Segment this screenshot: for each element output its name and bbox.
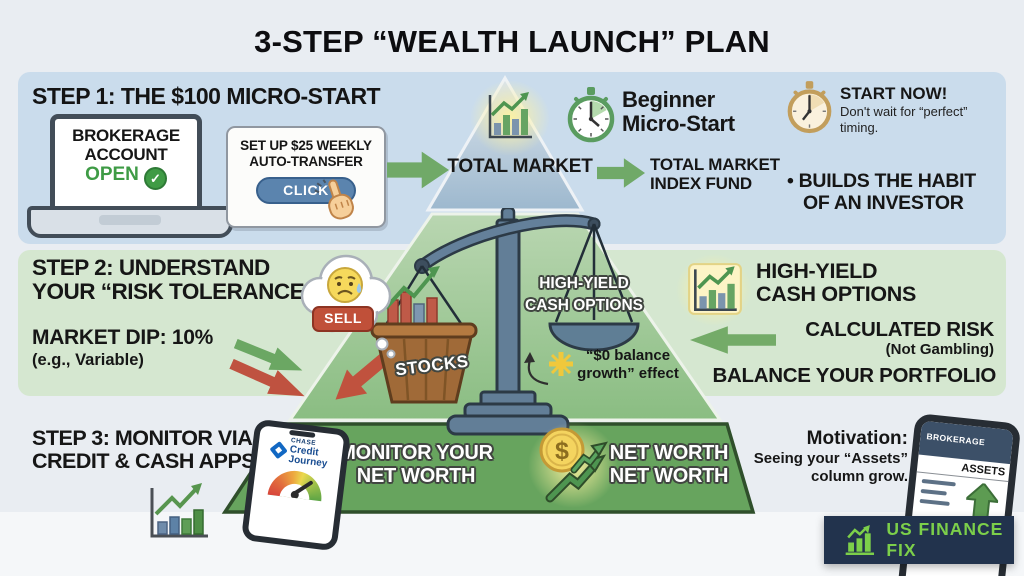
- calculated-risk-label: CALCULATED RISK: [805, 318, 994, 341]
- effect-line1: “$0 balance: [585, 347, 671, 364]
- row-line: [921, 478, 956, 487]
- chase-logo-center: [274, 446, 282, 454]
- credit-journey-label: CHASE Credit Journey: [288, 437, 330, 469]
- page-title: 3-STEP “WEALTH LAUNCH” PLAN: [254, 24, 770, 59]
- sparkle-icon: [549, 352, 573, 376]
- laptop-trackpad: [99, 215, 161, 225]
- step3-heading-line2: CREDIT & CASH APPS: [32, 449, 256, 474]
- credit-journey-brand: CHASE Credit Journey: [257, 434, 344, 471]
- beginner-label: Beginner Micro-Start: [622, 88, 735, 135]
- scale-cash-line2: CASH OPTIONS: [525, 296, 643, 314]
- market-dip-sub: (e.g., Variable): [32, 351, 144, 369]
- coin-growth-icon: $: [539, 427, 609, 503]
- header-line: [940, 460, 955, 465]
- habit-line2: OF AN INVESTOR: [803, 192, 964, 215]
- index-fund-line1: TOTAL MARKET: [650, 155, 780, 174]
- step3-heading: STEP 3: MONITOR VIA CREDIT & CASH APPS: [32, 426, 256, 474]
- total-market-label: TOTAL MARKET: [447, 156, 593, 177]
- brokerage-line1: BROKERAGE: [72, 126, 180, 145]
- step3-heading-line1: STEP 3: MONITOR VIA: [32, 426, 253, 450]
- balance-scale-illustration: [370, 208, 640, 436]
- motivation-line1: Motivation:: [806, 428, 908, 449]
- brand-chart-icon: [845, 524, 875, 556]
- svg-text:$: $: [555, 437, 569, 465]
- card-line2: AUTO-TRANSFER: [249, 153, 363, 169]
- growth-chart-icon: [150, 483, 208, 538]
- laptop-screen: BROKERAGE ACCOUNT OPEN✓: [50, 114, 202, 219]
- index-fund-line2: INDEX FUND: [650, 174, 752, 194]
- beginner-line1: Beginner: [622, 87, 715, 112]
- credit-phone-screen: CHASE Credit Journey: [253, 425, 345, 502]
- start-now-sub2: timing.: [840, 120, 879, 136]
- step2-heading-line1: STEP 2: UNDERSTAND: [32, 255, 270, 280]
- credit-phone: CHASE Credit Journey: [240, 418, 352, 552]
- header-line: [923, 459, 939, 463]
- start-now-sub1: Don't wait for “perfect”: [840, 104, 968, 119]
- brokerage-header: BROKERAGE: [918, 420, 1014, 467]
- effect-line2: growth” effect: [577, 365, 679, 382]
- step2-heading: STEP 2: UNDERSTAND YOUR “RISK TOLERANCE”: [32, 256, 315, 304]
- check-icon: ✓: [143, 167, 167, 191]
- balance-portfolio-label: BALANCE YOUR PORTFOLIO: [712, 364, 997, 387]
- monitor-line1: MONITOR YOUR: [339, 442, 493, 464]
- beginner-line2: Micro-Start: [622, 110, 735, 136]
- not-gambling-label: (Not Gambling): [885, 341, 994, 358]
- start-now-timer-icon: [787, 81, 832, 134]
- index-fund-label: TOTAL MARKET INDEX FUND: [650, 155, 780, 193]
- motivation-line3: column grow.: [811, 468, 908, 486]
- motivation-note: Motivation: Seeing your “Assets” column …: [742, 428, 908, 486]
- row-line: [919, 498, 950, 506]
- brokerage-line2: ACCOUNT: [84, 145, 168, 165]
- motivation-line2: Seeing your “Assets”: [753, 450, 908, 468]
- sell-button: SELL: [312, 306, 374, 332]
- credit-gauge: [267, 467, 325, 501]
- market-dip-label: MARKET DIP: 10%: [32, 326, 214, 349]
- brand-name: US FINANCE FIX: [886, 519, 1004, 560]
- chase-logo-icon: [269, 440, 288, 459]
- networth-line2: NET WORTH: [609, 465, 729, 487]
- brokerage-title: BROKERAGE: [926, 431, 986, 448]
- worried-emoji-icon: [327, 267, 363, 303]
- market-chart-icon: [488, 92, 532, 139]
- hand-pointer-icon: [314, 179, 354, 220]
- auto-transfer-card: SET UP $25 WEEKLY AUTO-TRANSFER CLICK: [226, 126, 386, 228]
- monitor-line2: NET WORTH: [356, 465, 476, 487]
- step1-heading: STEP 1: THE $100 MICRO-START: [32, 83, 381, 109]
- hysa-line1: HIGH-YIELD: [756, 259, 878, 283]
- laptop-base: [27, 206, 233, 238]
- habit-note: • BUILDS THE HABIT OF AN INVESTOR: [787, 170, 976, 215]
- open-status: OPEN: [85, 164, 139, 186]
- beginner-timer-icon: [567, 87, 615, 143]
- balance-effect-label: “$0 balance growth” effect: [574, 347, 682, 383]
- open-status-row: OPEN✓: [55, 164, 197, 191]
- row-line: [920, 488, 947, 496]
- start-now-title: START NOW!: [840, 84, 948, 103]
- step2-heading-line2: YOUR “RISK TOLERANCE”: [32, 278, 315, 304]
- hysa-chart-icon: [688, 263, 742, 315]
- networth-label: NET WORTH NET WORTH: [604, 442, 734, 488]
- hysa-line2: CASH OPTIONS: [756, 282, 917, 307]
- monitor-networth-label: MONITOR YOUR NET WORTH: [336, 442, 496, 488]
- networth-line1: NET WORTH: [609, 442, 729, 464]
- habit-line1: • BUILDS THE HABIT: [787, 170, 976, 192]
- curved-arrow-icon: [524, 352, 549, 386]
- scale-cash-label: HIGH-YIELD CASH OPTIONS: [506, 273, 662, 316]
- card-line1: SET UP $25 WEEKLY: [240, 138, 372, 153]
- hysa-label: HIGH-YIELD CASH OPTIONS: [756, 259, 917, 307]
- brand-banner: US FINANCE FIX: [824, 516, 1014, 564]
- start-now-note: START NOW! Don't wait for “perfect” timi…: [840, 84, 1012, 135]
- scale-cash-line1: HIGH-YIELD: [539, 275, 629, 292]
